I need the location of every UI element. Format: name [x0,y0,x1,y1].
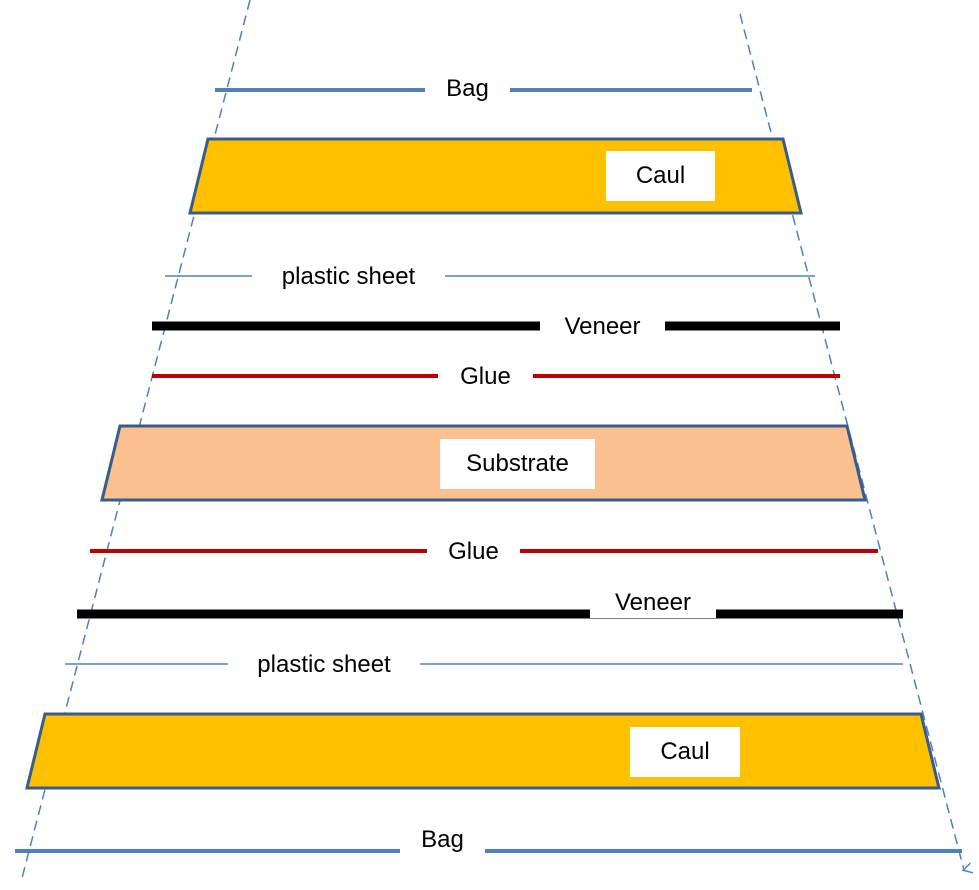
veneer-bottom-label: Veneer [590,588,716,618]
glue-bottom-label: Glue [427,537,520,567]
plastic-sheet-bottom-label: plastic sheet [228,650,420,680]
glue-top-label: Glue [438,362,533,392]
caul-bottom-box [25,712,941,790]
bag-bottom-label: Bag [400,825,485,855]
caul-top-label: Caul [606,151,715,201]
veneer-top-label: Veneer [540,312,665,342]
substrate-label: Substrate [440,439,595,489]
bag-top-label: Bag [425,74,510,104]
plastic-sheet-top-label: plastic sheet [252,262,445,292]
caul-bottom-label: Caul [630,727,740,777]
